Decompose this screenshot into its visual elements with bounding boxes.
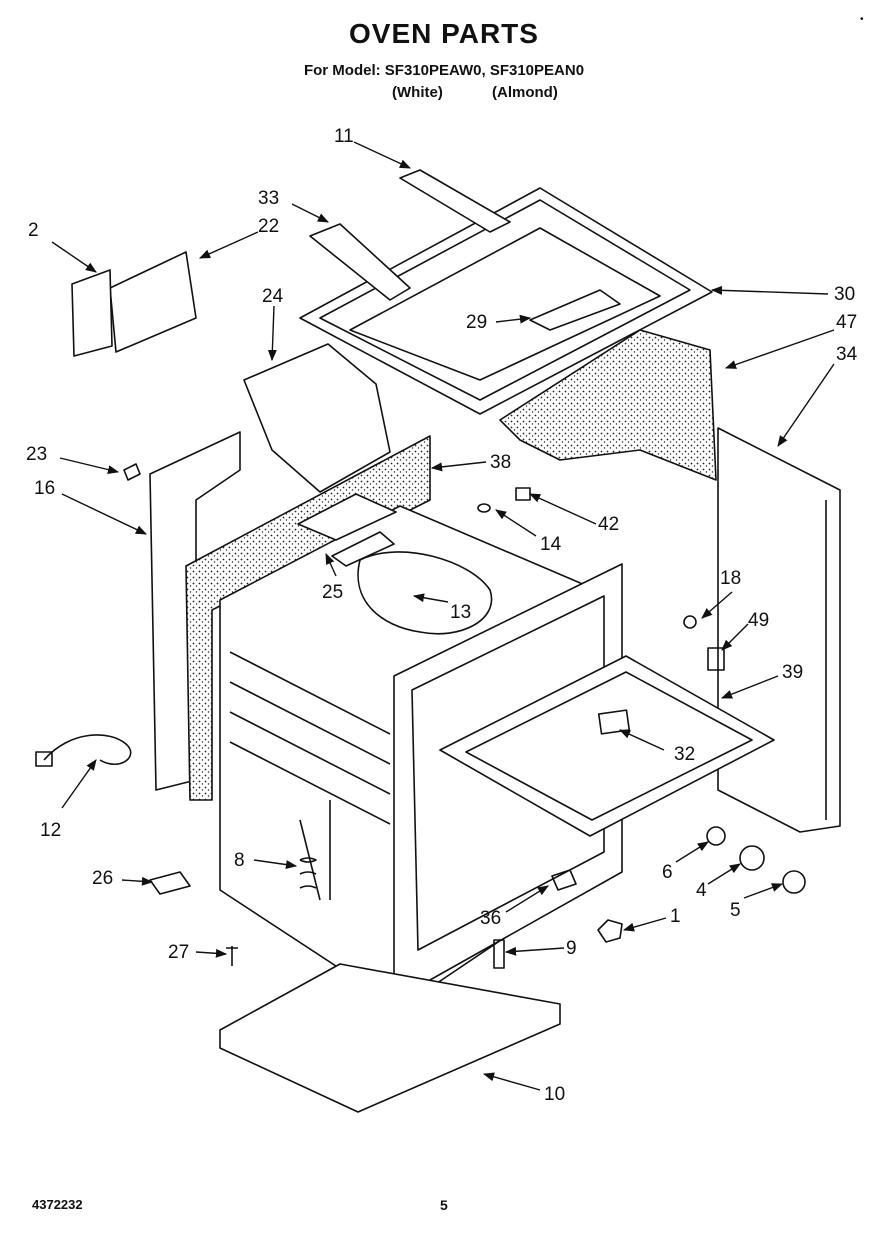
- bracket-22: [109, 251, 197, 353]
- callout-36: 36: [480, 908, 501, 929]
- callout-4: 4: [696, 880, 707, 901]
- color-white-label: (White): [392, 84, 443, 101]
- callout-39: 39: [782, 662, 803, 683]
- bracket-11: [399, 169, 511, 233]
- clip-23: [123, 463, 141, 481]
- callout-42: 42: [598, 514, 619, 535]
- power-cord: [43, 734, 132, 766]
- page-title: OVEN PARTS: [349, 18, 539, 49]
- nut-1: [597, 919, 623, 943]
- bracket-33: [309, 223, 411, 301]
- callout-2: 2: [28, 220, 39, 241]
- document-number: 4372232: [32, 1197, 83, 1212]
- callout-30: 30: [834, 284, 855, 305]
- bulb-5: [782, 870, 806, 894]
- oven-bottom-39: [439, 655, 775, 837]
- corner-mark: •: [860, 14, 864, 25]
- callout-27: 27: [168, 942, 189, 963]
- callout-49: 49: [748, 610, 769, 631]
- callout-16: 16: [34, 478, 55, 499]
- callout-47: 47: [836, 312, 857, 333]
- callout-24: 24: [262, 286, 284, 307]
- drawer-bottom-10: [219, 963, 561, 1113]
- callout-26: 26: [92, 868, 113, 889]
- callout-1: 1: [670, 906, 681, 927]
- callout-11: 11: [334, 126, 354, 147]
- model-numbers: For Model: SF310PEAW0, SF310PEAN0: [303, 62, 585, 79]
- callout-22: 22: [258, 216, 279, 237]
- callout-8: 8: [234, 850, 245, 871]
- callout-12: 12: [40, 820, 61, 841]
- callout-32: 32: [674, 744, 695, 765]
- vent-25: [297, 493, 397, 541]
- color-almond-label: (Almond): [492, 84, 558, 101]
- page-number: 5: [440, 1197, 448, 1213]
- lamp-socket-18: [683, 615, 697, 629]
- callout-10: 10: [544, 1084, 565, 1105]
- callout-25: 25: [322, 582, 343, 603]
- vent-clip-29: [529, 289, 621, 331]
- callout-33: 33: [258, 188, 279, 209]
- callout-6: 6: [662, 862, 673, 883]
- screw-27: [226, 946, 238, 966]
- callout-34: 34: [836, 344, 858, 365]
- bracket-2: [71, 269, 113, 357]
- lamp-receptacle-4: [739, 845, 765, 871]
- callout-13: 13: [450, 602, 471, 623]
- duct-24: [243, 343, 391, 493]
- bracket-9: [493, 939, 505, 969]
- clip-14: [477, 503, 491, 513]
- callout-9: 9: [566, 938, 577, 959]
- callout-38: 38: [490, 452, 511, 473]
- callout-29: 29: [466, 312, 487, 333]
- bracket-26: [149, 871, 191, 895]
- element-8: [299, 800, 331, 901]
- callout-18: 18: [720, 568, 741, 589]
- clip-49: [707, 647, 725, 671]
- callout-14: 14: [540, 534, 562, 555]
- insulation-47: [499, 329, 717, 481]
- side-panel-34: [717, 427, 841, 833]
- clip-42: [515, 487, 531, 501]
- bracket-36: [551, 869, 577, 891]
- callout-5: 5: [730, 900, 741, 921]
- callout-23: 23: [26, 444, 47, 465]
- lamp-cover-6: [706, 826, 726, 846]
